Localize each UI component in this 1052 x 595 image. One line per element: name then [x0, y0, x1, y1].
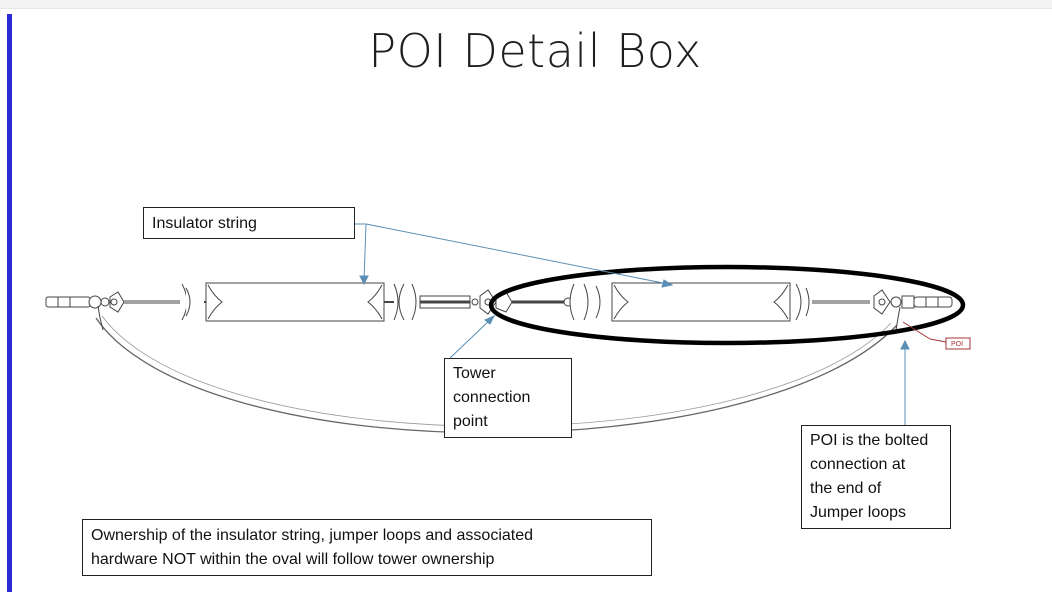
poi-oval	[488, 264, 966, 346]
poi-description-line: connection at	[810, 456, 906, 473]
tower-connection-line: point	[453, 413, 488, 430]
insulator-right	[563, 282, 870, 322]
poi-description-line: the end of	[810, 480, 882, 497]
insulator-string-text: Insulator string	[152, 215, 257, 232]
page-title: POI Detail Box	[368, 24, 702, 78]
tower-connection-label: Tower connection point	[444, 358, 572, 438]
ownership-note-line: hardware NOT within the oval will follow…	[91, 551, 495, 568]
callout-arrows	[355, 223, 910, 425]
poi-description-label: POI is the bolted connection at the end …	[801, 425, 951, 529]
right-dead-end-fitting	[873, 289, 953, 331]
insulator-center	[398, 283, 479, 321]
poi-description-line: Jumper loops	[810, 504, 907, 521]
tower-connection-line: connection	[453, 389, 531, 406]
ownership-note: Ownership of the insulator string, jumpe…	[82, 519, 652, 576]
insulator-string-label: Insulator string	[143, 207, 355, 239]
ownership-note-line: Ownership of the insulator string, jumpe…	[91, 527, 534, 544]
poi-description-line: POI is the bolted	[810, 432, 929, 449]
left-dead-end-fitting	[45, 291, 125, 331]
insulator-left	[181, 282, 399, 322]
tower-connection-line: Tower	[453, 365, 496, 382]
poi-tag-text: POI	[951, 341, 963, 348]
top-rule	[0, 0, 1052, 9]
poi-tag: POI	[902, 321, 971, 350]
accent-bar	[7, 14, 12, 592]
